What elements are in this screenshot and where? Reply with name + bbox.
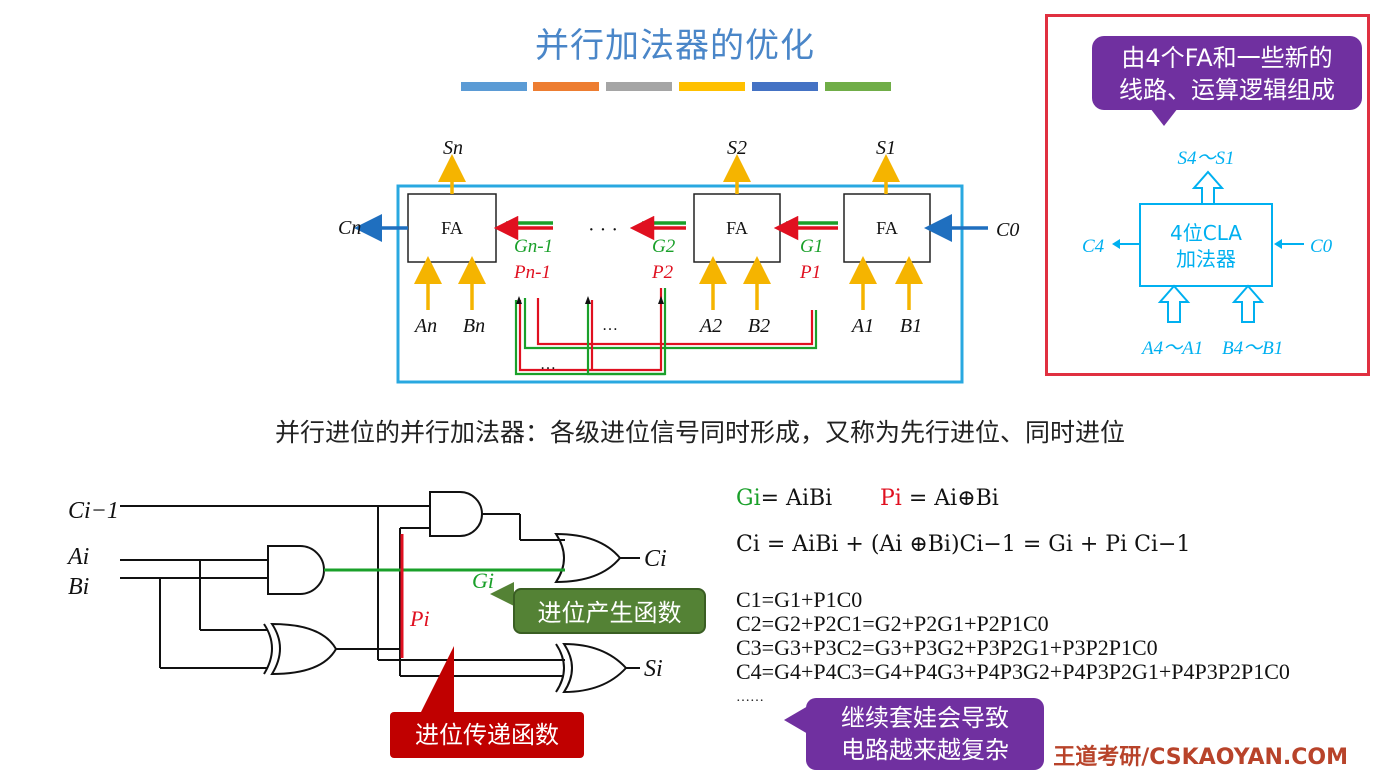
cla-callout-text: 由4个FA和一些新的 线路、运算逻辑组成 xyxy=(1096,42,1358,106)
input-label-an: An xyxy=(413,315,437,337)
input-label-a2: A2 xyxy=(698,315,722,337)
formula-c1: C1=G1+P1C0 xyxy=(736,587,863,612)
nesting-callout-line-2: 电路越来越复杂 xyxy=(841,736,1009,764)
cla-callout-line-1: 由4个FA和一些新的 xyxy=(1121,44,1333,72)
p-label-2: P2 xyxy=(651,262,674,283)
cla-block-label-1: 4位CLA xyxy=(1170,221,1242,245)
cla-b-label: B4～B1 xyxy=(1222,338,1283,359)
input-label-b1: B1 xyxy=(900,315,922,337)
formula-g: Gi= AiBi xyxy=(736,486,833,511)
color-stripe-1 xyxy=(461,82,527,91)
g-label-2: G2 xyxy=(652,236,676,257)
carry-out-label: Cn xyxy=(338,217,361,239)
circuit-g-label: Gi xyxy=(472,568,494,593)
input-label-b2: B2 xyxy=(748,315,770,337)
routing-wires xyxy=(514,288,818,376)
cla-sum-arrow xyxy=(1191,170,1225,205)
chain-ellipsis: · · · xyxy=(588,219,618,241)
cla-c4-label: C4 xyxy=(1082,236,1105,257)
wire-ellipsis-1: … xyxy=(602,317,618,334)
color-stripe-4 xyxy=(679,82,745,91)
p-label-1: P1 xyxy=(799,262,821,283)
nesting-callout-tail xyxy=(784,706,808,734)
propagate-callout-tail xyxy=(420,646,454,714)
formula-carry: Ci = AiBi + (Ai ⊕Bi)Ci−1 = Gi + Pi Ci−1 xyxy=(736,532,1191,557)
footer-brand: 王道考研/CSKAOYAN.COM xyxy=(1053,745,1348,770)
wire-ellipsis-2: … xyxy=(540,356,556,373)
g-label-n: Gn-1 xyxy=(514,236,553,257)
description-text: 并行进位的并行加法器：各级进位信号同时形成，又称为先行进位、同时进位 xyxy=(274,418,1125,447)
fa-box-2 xyxy=(693,193,781,263)
color-stripe-2 xyxy=(533,82,599,91)
fa-label-1: FA xyxy=(876,218,898,238)
circuit-a-label: Ai xyxy=(66,544,89,570)
color-stripe-6 xyxy=(825,82,891,91)
nesting-callout-line-1: 继续套娃会导致 xyxy=(841,704,1009,732)
circuit-b-label: Bi xyxy=(68,574,89,600)
cla-block-label-2: 加法器 xyxy=(1176,247,1236,271)
cla-callout-tail xyxy=(1150,108,1178,126)
fa-label-2: FA xyxy=(726,218,748,238)
propagate-callout: 进位传递函数 xyxy=(390,712,584,758)
generate-callout-tail xyxy=(490,582,514,606)
cla-callout-line-2: 线路、运算逻辑组成 xyxy=(1119,76,1335,104)
full-adder-circuit: Ci−1 Ai Bi Ci Si Gi Pi xyxy=(66,491,667,694)
carry-in-label: C0 xyxy=(996,219,1019,241)
cla-block xyxy=(1139,203,1273,287)
formula-dots: …… xyxy=(736,690,764,705)
circuit-cin-label: Ci−1 xyxy=(68,498,119,524)
cla-panel xyxy=(1045,14,1370,376)
sum-label-n: Sn xyxy=(443,137,463,159)
generate-callout-text: 进位产生函数 xyxy=(537,599,682,627)
input-label-a1: A1 xyxy=(850,315,874,337)
cla-c0-label: C0 xyxy=(1310,236,1333,257)
circuit-cout-label: Ci xyxy=(644,546,667,572)
formula-p: Pi = Ai⊕Bi xyxy=(880,486,999,511)
circuit-p-label: Pi xyxy=(409,606,430,631)
p-label-n: Pn-1 xyxy=(513,262,551,283)
generate-callout: 进位产生函数 xyxy=(513,588,706,634)
fa-label-n: FA xyxy=(441,218,463,238)
cla-sum-label: S4～S1 xyxy=(1177,148,1234,169)
formula-c2: C2=G2+P2C1=G2+P2G1+P2P1C0 xyxy=(736,611,1049,636)
adder-frame xyxy=(396,184,964,384)
nesting-callout: 继续套娃会导致 电路越来越复杂 xyxy=(806,698,1044,770)
cla-block-diagram: S4～S1 4位CLA 加法器 C4 C0 A4～A1 B4～B1 xyxy=(1082,148,1333,359)
formula-c3: C3=G3+P3C2=G3+P3G2+P3P2G1+P3P2P1C0 xyxy=(736,635,1158,660)
formula-c4: C4=G4+P4C3=G4+P4G3+P4P3G2+P4P3P2G1+P4P3P… xyxy=(736,659,1290,684)
cla-callout-bubble xyxy=(1092,36,1362,110)
page-title: 并行加法器的优化 xyxy=(535,26,815,66)
circuit-s-label: Si xyxy=(644,656,663,682)
cla-a-label: A4～A1 xyxy=(1140,338,1203,359)
cla-a-arrow xyxy=(1157,284,1191,323)
color-stripe-3 xyxy=(606,82,672,91)
parallel-adder-diagram: FA FA FA Sn S2 S1 An Bn A2 B2 A1 B1 C0 C… xyxy=(338,137,1019,384)
propagate-callout-text: 进位传递函数 xyxy=(415,721,559,749)
sum-label-2: S2 xyxy=(727,137,747,159)
g-label-1: G1 xyxy=(800,236,823,257)
input-label-bn: Bn xyxy=(463,315,485,337)
color-stripe-5 xyxy=(752,82,818,91)
cla-b-arrow xyxy=(1231,284,1265,323)
sum-label-1: S1 xyxy=(876,137,896,159)
